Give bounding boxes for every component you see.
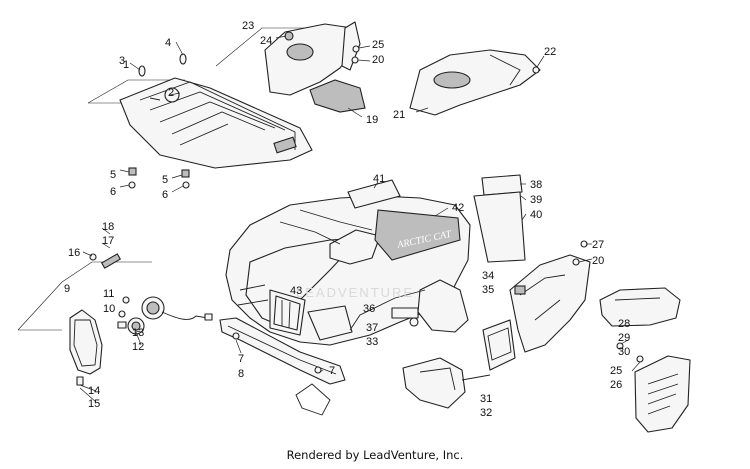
- decals: [347, 174, 527, 263]
- callout-21: 21: [393, 109, 405, 121]
- rendered-by-footer: Rendered by LeadVenture, Inc.: [286, 448, 464, 462]
- callout-35: 35: [482, 284, 494, 296]
- callout-4: 4: [165, 37, 171, 49]
- callout-41: 41: [373, 173, 385, 185]
- callout-5a: 5: [110, 169, 116, 181]
- callout-2: 2: [168, 87, 174, 99]
- right-side-panels: [599, 287, 691, 433]
- callout-12: 12: [132, 341, 144, 353]
- callout-7b: 7: [329, 365, 335, 377]
- callout-6a: 6: [110, 186, 116, 198]
- callout-11: 11: [103, 288, 114, 300]
- front-rack: [87, 41, 313, 193]
- callout-10: 10: [103, 303, 115, 315]
- callout-28: 28: [618, 318, 630, 330]
- side-fender-panel: [409, 49, 545, 116]
- callout-24: 24: [260, 35, 272, 47]
- callout-6b: 6: [162, 189, 168, 201]
- watermark: LEADVENTURE: [296, 285, 414, 300]
- callout-42: 42: [452, 202, 464, 214]
- front-bumper: [219, 317, 346, 416]
- callout-29: 29: [618, 332, 630, 344]
- callout-13: 13: [132, 327, 144, 339]
- callout-32: 32: [480, 407, 492, 419]
- callout-20b: 20: [592, 255, 604, 267]
- callout-36: 36: [363, 303, 375, 315]
- callout-37: 37: [366, 322, 378, 334]
- callout-31: 31: [480, 393, 492, 405]
- callout-34: 34: [482, 270, 494, 282]
- callout-25a: 25: [372, 39, 384, 51]
- callout-43: 43: [290, 285, 302, 297]
- callout-27: 27: [592, 239, 604, 251]
- callout-18: 18: [102, 221, 114, 233]
- callout-26: 26: [610, 379, 622, 391]
- callout-33: 33: [366, 336, 378, 348]
- callout-20a: 20: [372, 54, 384, 66]
- callout-30: 30: [618, 346, 630, 358]
- callout-16: 16: [68, 247, 80, 259]
- front-body-hood: ARCTIC CAT LEADVENTURE: [225, 195, 471, 346]
- headlight-assembly: [17, 227, 213, 403]
- front-splash-panel: [215, 21, 371, 118]
- callout-8: 8: [238, 368, 244, 380]
- callout-9: 9: [64, 283, 70, 295]
- callout-22: 22: [544, 46, 556, 58]
- callout-labels: 1 2 3 4 5 5 6 6 7 7 8 9 10 11 12 13 14 1…: [64, 20, 630, 419]
- callout-7a: 7: [238, 353, 244, 365]
- callout-25b: 25: [610, 365, 622, 377]
- callout-3: 3: [119, 55, 125, 67]
- inner-fender-right: [509, 240, 593, 353]
- callout-19: 19: [366, 114, 378, 126]
- center-covers: [391, 307, 516, 409]
- callout-15: 15: [88, 398, 100, 410]
- callout-40: 40: [530, 209, 542, 221]
- callout-1: 1: [123, 59, 129, 71]
- callout-5b: 5: [162, 174, 168, 186]
- callout-14: 14: [88, 385, 100, 397]
- callout-17: 17: [102, 235, 114, 247]
- callout-38: 38: [530, 179, 542, 191]
- callout-39: 39: [530, 194, 542, 206]
- callout-23: 23: [242, 20, 254, 32]
